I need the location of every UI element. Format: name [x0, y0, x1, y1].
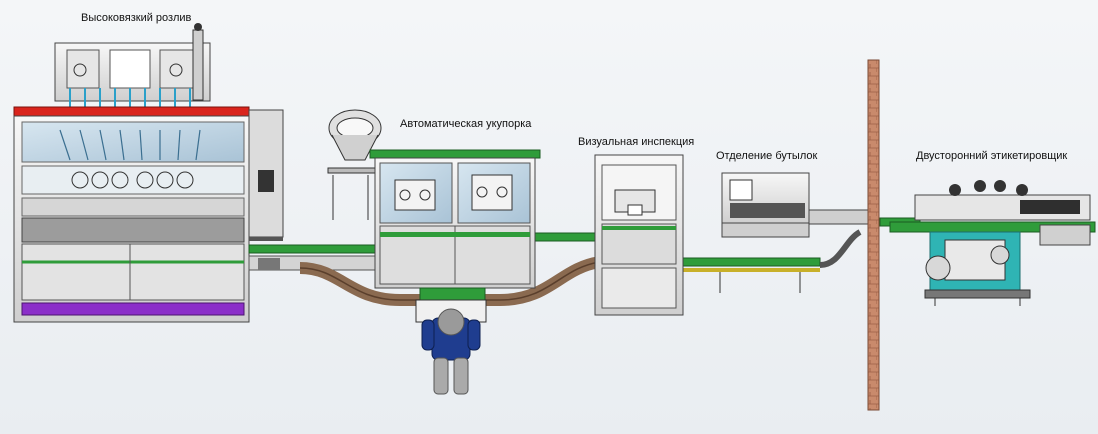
- capper-machine: [327, 109, 541, 323]
- filler-machine: [13, 23, 284, 323]
- operator-figure-icon: [421, 308, 481, 395]
- separator-wall-icon: [867, 59, 880, 411]
- labeler-machine: [889, 180, 1096, 306]
- hopper-icon: [327, 109, 382, 220]
- label-labeler: Двусторонний этикетировщик: [916, 150, 1068, 162]
- label-capper: Автоматическая укупорка: [400, 118, 532, 130]
- label-separation: Отделение бутылок: [716, 150, 818, 162]
- separation-machine: [721, 172, 810, 238]
- inspection-machine: [594, 154, 684, 316]
- label-inspection: Визуальная инспекция: [578, 136, 695, 148]
- conveyor-rails: [248, 209, 921, 306]
- label-filler: Высоковязкий розлив: [81, 12, 192, 24]
